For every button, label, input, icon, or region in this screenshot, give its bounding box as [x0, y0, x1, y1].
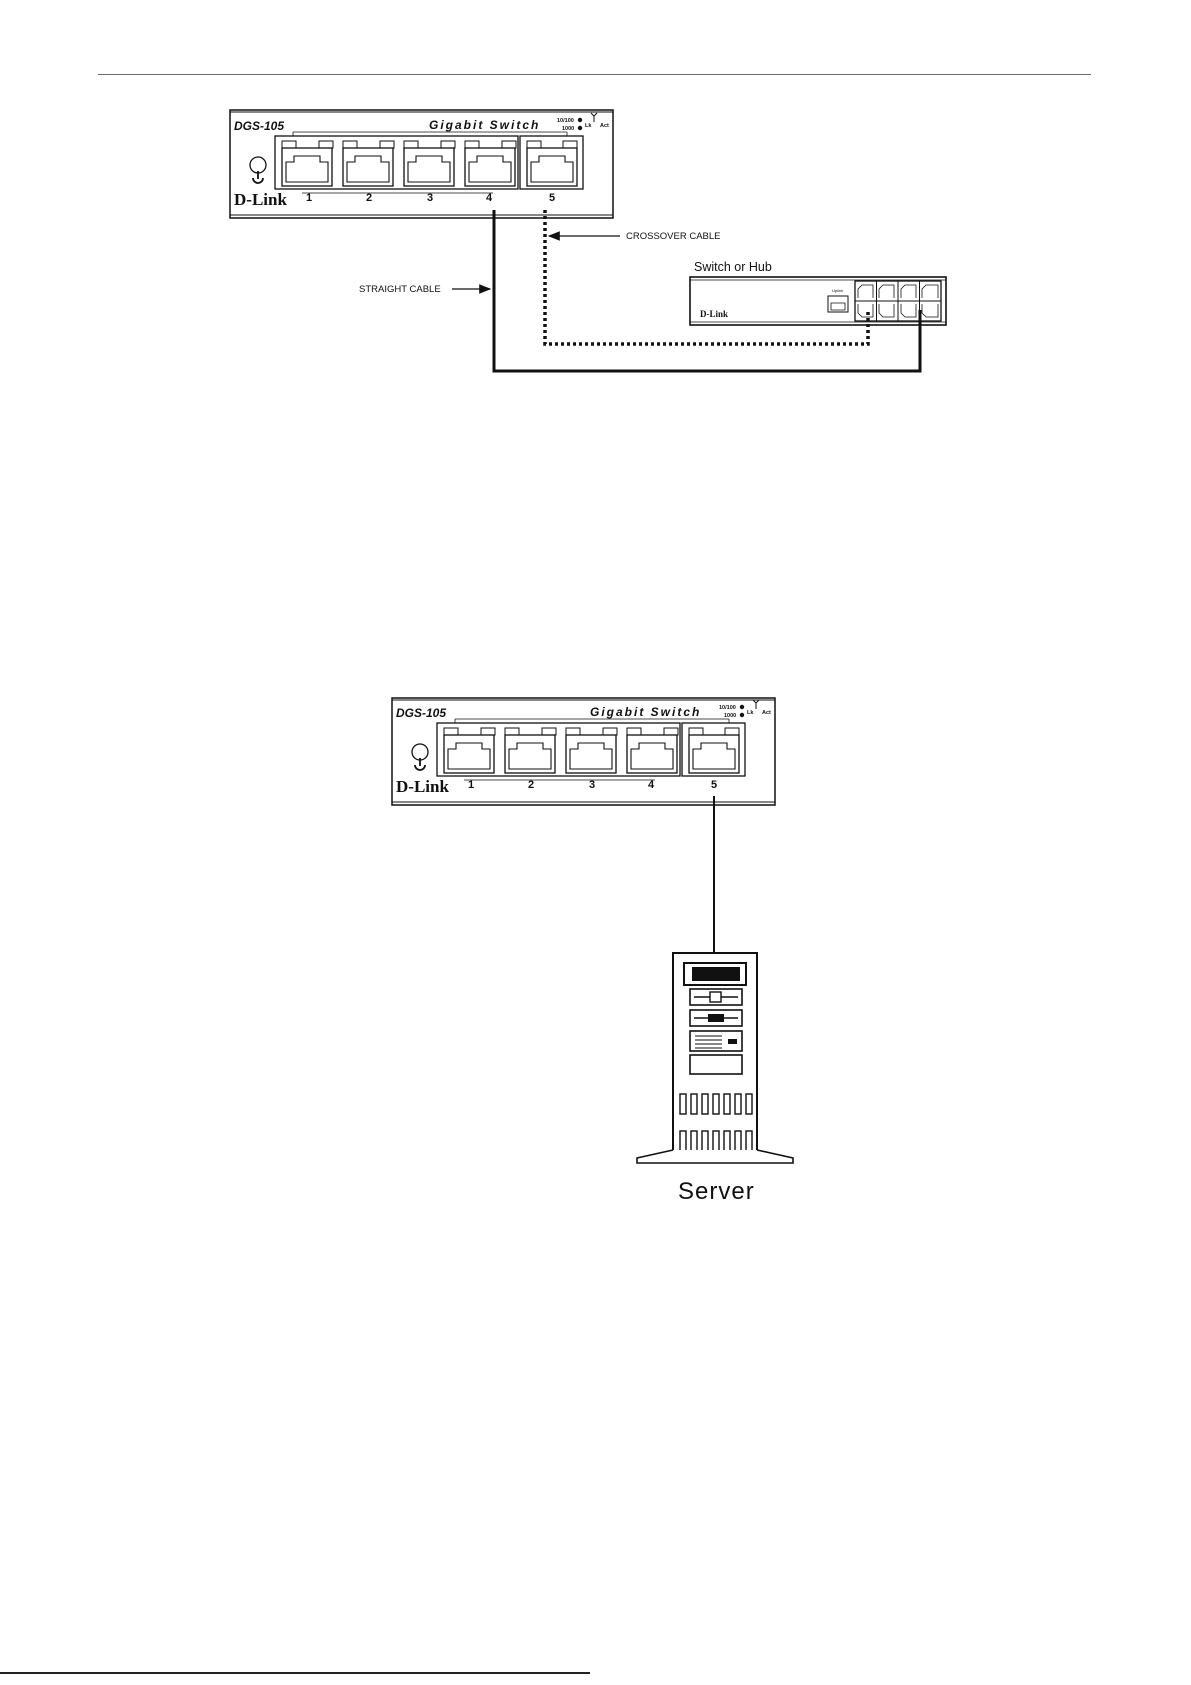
switch-or-hub-device: Switch or Hub D-Link Uplink	[690, 260, 946, 325]
port-number-3: 3	[589, 779, 595, 791]
led-act-label: Act	[762, 710, 771, 716]
port-number-1: 1	[306, 192, 312, 204]
port-number-2: 2	[528, 779, 534, 791]
led-link-label: Lk	[747, 710, 754, 716]
port-number-4: 4	[486, 192, 493, 204]
dgs105-switch-front-2: DGS-105 Gigabit Switch 10/100 1000 Lk Ac…	[392, 698, 775, 805]
hub-label: Switch or Hub	[694, 260, 772, 274]
led-speed-10-100: 10/100	[557, 118, 574, 124]
led-speed-10-100: 10/100	[719, 705, 736, 711]
led-speed-1000: 1000	[562, 126, 574, 132]
port-number-3: 3	[427, 192, 433, 204]
server-label: Server	[678, 1178, 755, 1205]
led-indicator-icon	[578, 126, 582, 130]
port-number-4: 4	[648, 779, 655, 791]
model-label: DGS-105	[234, 119, 284, 133]
crossover-cable-label: CROSSOVER CABLE	[626, 231, 721, 242]
footer-rule	[0, 1672, 590, 1674]
led-indicator-icon	[740, 713, 744, 717]
led-link-label: Lk	[585, 123, 592, 129]
hub-uplink-label: Uplink	[832, 288, 843, 293]
switch-title: Gigabit Switch	[429, 118, 540, 132]
dgs105-switch-front-1: DGS-105 Gigabit Switch 10/100 1000 Lk Ac…	[230, 110, 613, 218]
port-number-2: 2	[366, 192, 372, 204]
led-indicator-icon	[578, 118, 582, 122]
switch-title: Gigabit Switch	[590, 705, 701, 719]
server-tower-icon	[637, 953, 793, 1163]
led-indicator-icon	[740, 705, 744, 709]
figure-1-switch-to-hub: DGS-105 Gigabit Switch 10/100 1000 Lk Ac…	[230, 110, 946, 371]
brand-logo: D-Link	[234, 190, 287, 209]
led-act-label: Act	[600, 123, 609, 129]
port-number-5: 5	[549, 192, 555, 204]
port-number-5: 5	[711, 779, 717, 791]
hub-brand-logo: D-Link	[700, 309, 728, 319]
brand-logo: D-Link	[396, 777, 449, 796]
model-label: DGS-105	[396, 706, 446, 720]
led-speed-1000: 1000	[724, 713, 736, 719]
port-number-1: 1	[468, 779, 474, 791]
figure-2-switch-to-server: DGS-105 Gigabit Switch 10/100 1000 Lk Ac…	[392, 698, 793, 1205]
straight-cable-label: STRAIGHT CABLE	[359, 284, 441, 295]
